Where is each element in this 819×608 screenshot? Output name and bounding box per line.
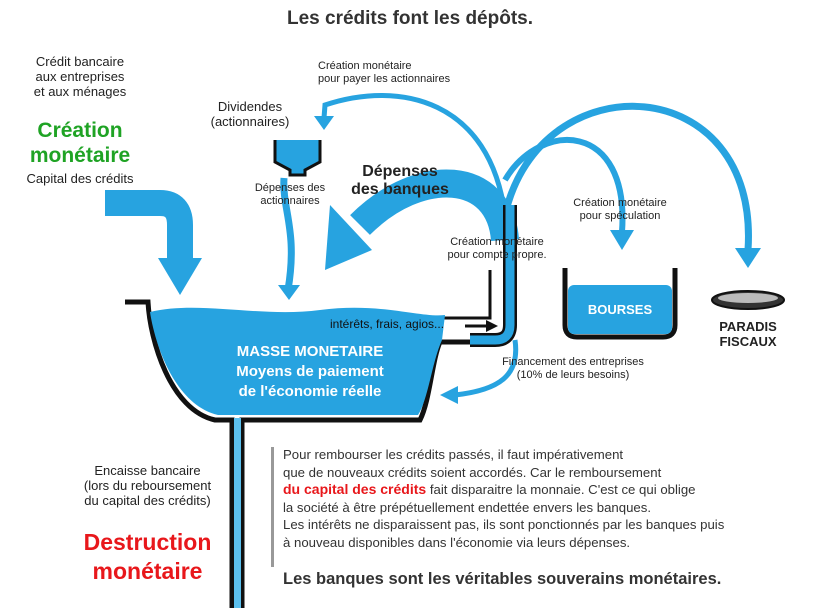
depenses-banques-label: Dépenses des banques (351, 163, 449, 199)
dividendes-label: Dividendes (actionnaires) (210, 99, 290, 129)
credit-bancaire-label: Crédit bancaire aux entreprises et aux m… (33, 54, 127, 99)
capital-credits-label: Capital des crédits (26, 171, 134, 186)
bathtub-outline (125, 299, 470, 608)
capital-credits-highlight: du capital des crédits (283, 481, 427, 498)
arrow-financement (454, 339, 519, 398)
arrow-creation-actionnaires (321, 92, 508, 216)
bank-pipe-inner (440, 270, 492, 320)
creation-actionnaires-label: Création monétaire pour payer les action… (318, 60, 451, 85)
bathtub-water (150, 307, 445, 415)
arrowhead-paradis (735, 248, 761, 268)
encaisse-label: Encaisse bancaire (lors du reboursement … (83, 463, 212, 508)
financement-label: Financement des entreprises (10% de leur… (502, 356, 644, 381)
dividendes-funnel (273, 140, 322, 177)
drain-stream (234, 418, 241, 608)
destruction-monetaire-label: Destruction monétaire (83, 529, 212, 584)
bourses-container (562, 268, 678, 340)
bourses-label: BOURSES (587, 302, 653, 317)
arrow-depenses-banques (350, 169, 519, 242)
compte-propre-label: Création monétaire pour compte propre. (447, 236, 547, 261)
arrowhead-depenses-banques (325, 205, 372, 270)
closing-statement: Les banques sont les véritables souverai… (283, 570, 722, 588)
masse-monetaire-label: MASSE MONETAIRE Moyens de paiement de l'… (236, 343, 384, 400)
arrow-paradis-fiscaux (501, 102, 752, 251)
creation-monetaire-label: Création monétaire (29, 119, 131, 168)
arrow-credit-bancaire (105, 190, 193, 262)
arrowhead-dividendes (314, 116, 334, 130)
arrow-speculation (502, 137, 626, 233)
arrowhead-credit (158, 258, 202, 295)
depenses-actionnaires-label: Dépenses des actionnaires (254, 182, 326, 207)
arrowhead-bourses (610, 230, 634, 250)
paragraph-bar (271, 447, 274, 567)
explanation-paragraph: Pour rembourser les crédits passés, il f… (283, 447, 725, 550)
page-title: Les crédits font les dépôts. (287, 8, 533, 29)
paradis-fiscaux-label: PARADIS FISCAUX (719, 319, 777, 349)
speculation-label: Création monétaire pour spéculation (573, 197, 667, 222)
interets-label: intérêts, frais, agios... (330, 317, 445, 331)
